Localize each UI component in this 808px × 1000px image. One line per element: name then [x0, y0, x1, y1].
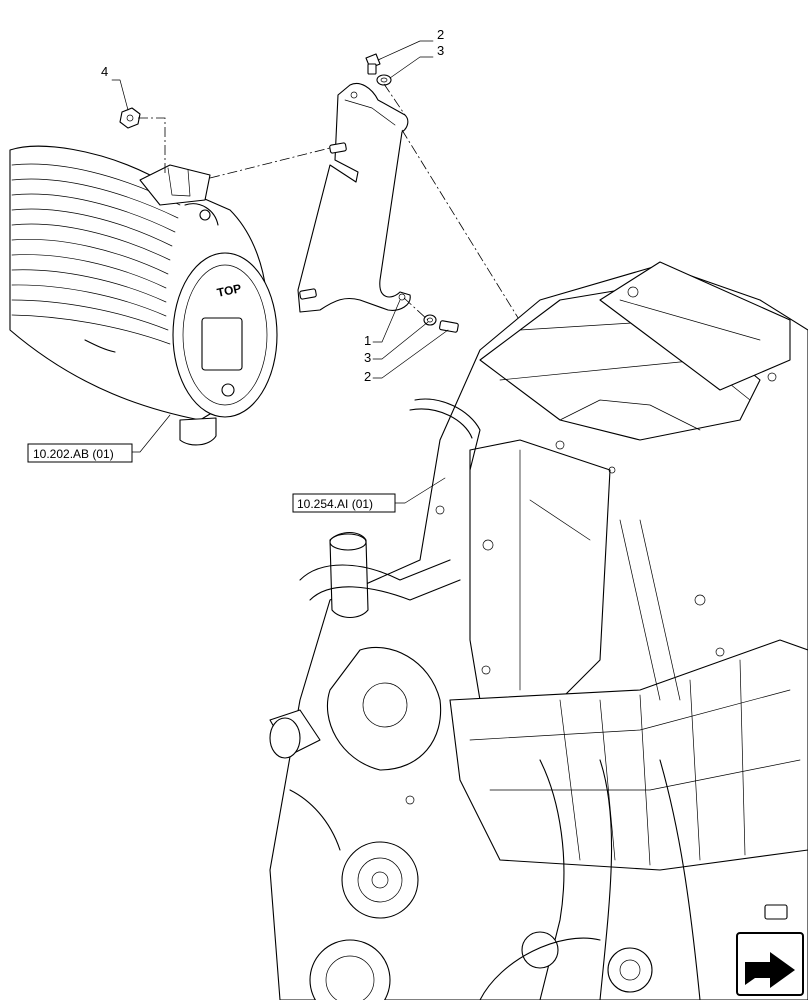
reference-engine-label: 10.254.AI (01) — [297, 497, 373, 511]
air-filter-assembly: TOP — [9, 145, 278, 446]
callout-2-top: 2 — [437, 27, 444, 42]
engine-assembly — [269, 261, 808, 1000]
fasteners — [119, 53, 459, 333]
callout-labels: 2 3 4 1 3 2 — [101, 27, 449, 384]
callout-3-bottom: 3 — [364, 350, 371, 365]
callout-2-bottom: 2 — [364, 369, 371, 384]
reference-air-filter[interactable]: 10.202.AB (01) — [27, 414, 171, 463]
callout-1: 1 — [364, 333, 371, 348]
reference-air-filter-label: 10.202.AB (01) — [33, 447, 114, 461]
next-page-arrow-icon[interactable] — [736, 932, 804, 996]
reference-engine[interactable]: 10.254.AI (01) — [292, 477, 446, 513]
filter-top-label: TOP — [216, 281, 243, 300]
callout-4: 4 — [101, 64, 108, 79]
mounting-bracket — [297, 82, 411, 313]
callout-3-top: 3 — [437, 43, 444, 58]
